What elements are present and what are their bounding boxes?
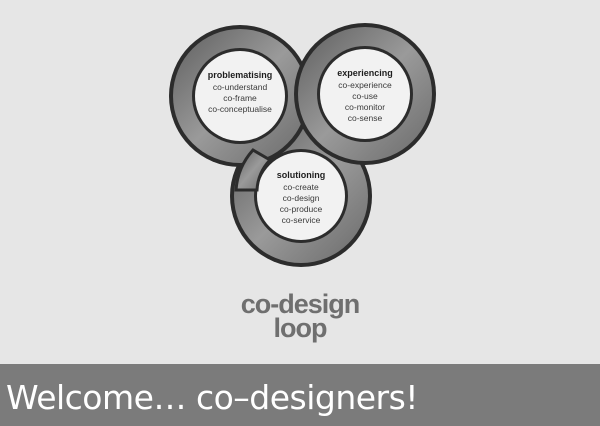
ring-text-problematising: problematising co-understand co-frame co… [208,70,273,114]
ring-item: co-create [283,182,319,192]
ring-text-solutioning: solutioning co-create co-design co-produ… [277,170,326,225]
ring-overlap-segment [234,148,273,192]
ring-item: co-experience [338,80,392,90]
co-design-loop-diagram: problematising co-understand co-frame co… [169,23,436,267]
ring-experiencing [294,23,436,165]
ring-title: problematising [208,70,273,80]
ring-title: experiencing [337,68,393,78]
ring-item: co-service [282,215,321,225]
ring-item: co-produce [280,204,323,214]
logo-line-1: co-design [240,289,361,319]
ring-text-experiencing: experiencing co-experience co-use co-mon… [337,68,393,123]
ring-item: co-frame [223,93,257,103]
ring-item: co-use [352,91,378,101]
ring-title: solutioning [277,170,326,180]
co-design-loop-logo: co-design loop [0,289,600,343]
logo-line-2: loop [273,313,328,343]
ring-item: co-monitor [345,102,385,112]
ring-item: co-design [283,193,320,203]
ring-item: co-understand [213,82,268,92]
ring-problematising [169,25,311,167]
welcome-message: Welcome… co–designers! [6,378,419,417]
ring-item: co-sense [348,113,383,123]
ring-item: co-conceptualise [208,104,272,114]
footer-banner: Welcome… co–designers! [0,364,600,426]
